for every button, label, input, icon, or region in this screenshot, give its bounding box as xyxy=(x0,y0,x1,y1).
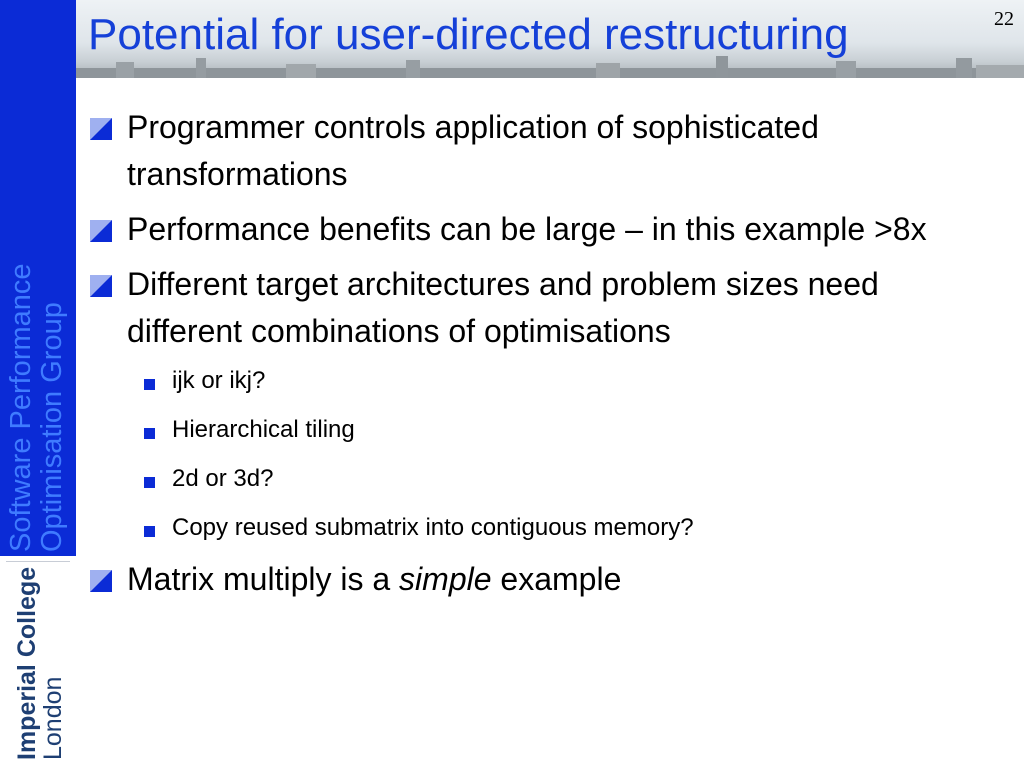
page-number: 22 xyxy=(994,8,1014,30)
college-logo-text: Imperial College London xyxy=(13,566,67,760)
logo-divider xyxy=(6,561,70,562)
slide-content: Programmer controls application of sophi… xyxy=(88,104,988,611)
sidebar-band: Software Performance Optimisation Group xyxy=(0,0,76,556)
sub-bullet-item: ijk or ikj? xyxy=(88,357,988,405)
small-square-bullet-icon xyxy=(144,477,155,488)
bullet-item: Different target architectures and probl… xyxy=(88,261,988,355)
group-name-vertical: Software Performance Optimisation Group xyxy=(5,212,68,552)
sub-bullet-text: ijk or ikj? xyxy=(172,367,266,394)
small-square-bullet-icon xyxy=(144,526,155,537)
sub-bullet-text: 2d or 3d? xyxy=(172,465,274,492)
small-square-bullet-icon xyxy=(144,428,155,439)
bullet-text-prefix: Matrix multiply is a xyxy=(127,561,400,597)
square-bullet-icon xyxy=(90,570,112,592)
slide-title: Potential for user-directed restructurin… xyxy=(88,10,849,59)
bullet-text: Performance benefits can be large – in t… xyxy=(127,211,927,247)
square-bullet-icon xyxy=(90,118,112,140)
logo-line1: Imperial College xyxy=(13,566,41,760)
bullet-text: Different target architectures and probl… xyxy=(127,266,879,349)
sub-bullet-item: 2d or 3d? xyxy=(88,455,988,503)
square-bullet-icon xyxy=(90,275,112,297)
sub-bullet-item: Hierarchical tiling xyxy=(88,406,988,454)
group-name-line1: Software Performance xyxy=(5,263,37,552)
bullet-item: Performance benefits can be large – in t… xyxy=(88,206,988,253)
bullet-item: Programmer controls application of sophi… xyxy=(88,104,988,198)
small-square-bullet-icon xyxy=(144,379,155,390)
group-name-line2: Optimisation Group xyxy=(36,302,68,552)
header-banner xyxy=(76,0,1024,78)
square-bullet-icon xyxy=(90,220,112,242)
sub-bullet-text: Copy reused submatrix into contiguous me… xyxy=(172,514,694,541)
bullet-text-emphasis: simple xyxy=(399,561,492,597)
sub-bullet-item: Copy reused submatrix into contiguous me… xyxy=(88,504,988,552)
college-logo xyxy=(0,556,76,768)
sub-bullet-text: Hierarchical tiling xyxy=(172,416,355,443)
logo-line2: London xyxy=(39,676,67,760)
bullet-text-matrix: Matrix multiply is a simple example xyxy=(127,556,988,603)
bullet-text: Programmer controls application of sophi… xyxy=(127,109,819,192)
bullet-text-suffix: example xyxy=(491,561,622,597)
skyline-graphic xyxy=(76,56,1024,78)
bullet-item: Matrix multiply is a simple example xyxy=(88,556,988,603)
